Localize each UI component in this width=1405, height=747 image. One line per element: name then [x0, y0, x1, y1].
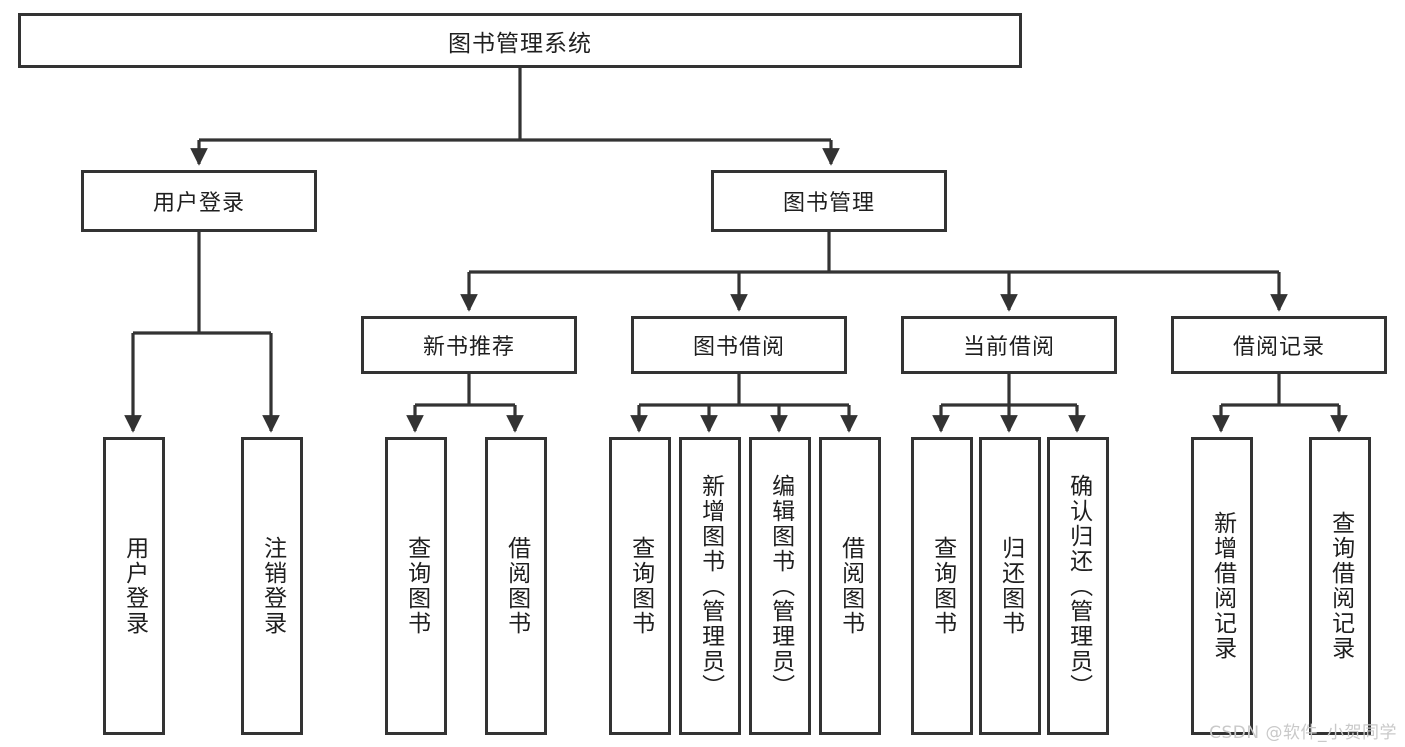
leaf-borrow-book-newbook[interactable]: 借阅图书	[485, 437, 547, 735]
node-new-book-recommend-label: 新书推荐	[422, 335, 515, 360]
leaf-borrow-book-borrow[interactable]: 借阅图书	[819, 437, 881, 735]
leaf-add-book-admin[interactable]: 新增图书（管理员）	[679, 437, 741, 735]
leaf-query-book-current-label: 查询图书	[929, 536, 956, 636]
leaf-add-borrow-record[interactable]: 新增借阅记录	[1191, 437, 1253, 735]
leaf-query-book-current[interactable]: 查询图书	[911, 437, 973, 735]
leaf-logout-label: 注销登录	[259, 536, 286, 636]
leaf-edit-book-admin-label: 编辑图书（管理员）	[767, 473, 794, 699]
leaf-query-book-newbook[interactable]: 查询图书	[385, 437, 447, 735]
node-root-label: 图书管理系统	[448, 30, 592, 57]
leaf-user-login[interactable]: 用户登录	[103, 437, 165, 735]
leaf-query-borrow-record[interactable]: 查询借阅记录	[1309, 437, 1371, 735]
node-new-book-recommend[interactable]: 新书推荐	[361, 316, 577, 374]
leaf-return-book[interactable]: 归还图书	[979, 437, 1041, 735]
node-user-login-label: 用户登录	[152, 191, 245, 216]
node-book-borrow[interactable]: 图书借阅	[631, 316, 847, 374]
leaf-query-book-borrow-label: 查询图书	[627, 536, 654, 636]
node-current-borrow-label: 当前借阅	[962, 335, 1055, 360]
node-root[interactable]: 图书管理系统	[18, 13, 1022, 68]
leaf-query-borrow-record-label: 查询借阅记录	[1327, 511, 1354, 661]
node-book-management[interactable]: 图书管理	[711, 170, 947, 232]
watermark: CSDN @软件_小贺同学	[1209, 723, 1397, 743]
node-book-borrow-label: 图书借阅	[692, 335, 785, 360]
node-borrow-record-label: 借阅记录	[1232, 335, 1325, 360]
node-current-borrow[interactable]: 当前借阅	[901, 316, 1117, 374]
leaf-query-book-newbook-label: 查询图书	[403, 536, 430, 636]
leaf-confirm-return-admin[interactable]: 确认归还（管理员）	[1047, 437, 1109, 735]
leaf-confirm-return-admin-label: 确认归还（管理员）	[1065, 473, 1092, 699]
leaf-return-book-label: 归还图书	[997, 536, 1024, 636]
leaf-borrow-book-borrow-label: 借阅图书	[837, 536, 864, 636]
node-borrow-record[interactable]: 借阅记录	[1171, 316, 1387, 374]
leaf-add-book-admin-label: 新增图书（管理员）	[697, 473, 724, 699]
node-user-login[interactable]: 用户登录	[81, 170, 317, 232]
leaf-add-borrow-record-label: 新增借阅记录	[1209, 511, 1236, 661]
leaf-borrow-book-newbook-label: 借阅图书	[503, 536, 530, 636]
node-book-management-label: 图书管理	[782, 191, 875, 216]
leaf-user-login-label: 用户登录	[121, 536, 148, 636]
leaf-edit-book-admin[interactable]: 编辑图书（管理员）	[749, 437, 811, 735]
leaf-logout[interactable]: 注销登录	[241, 437, 303, 735]
leaf-query-book-borrow[interactable]: 查询图书	[609, 437, 671, 735]
